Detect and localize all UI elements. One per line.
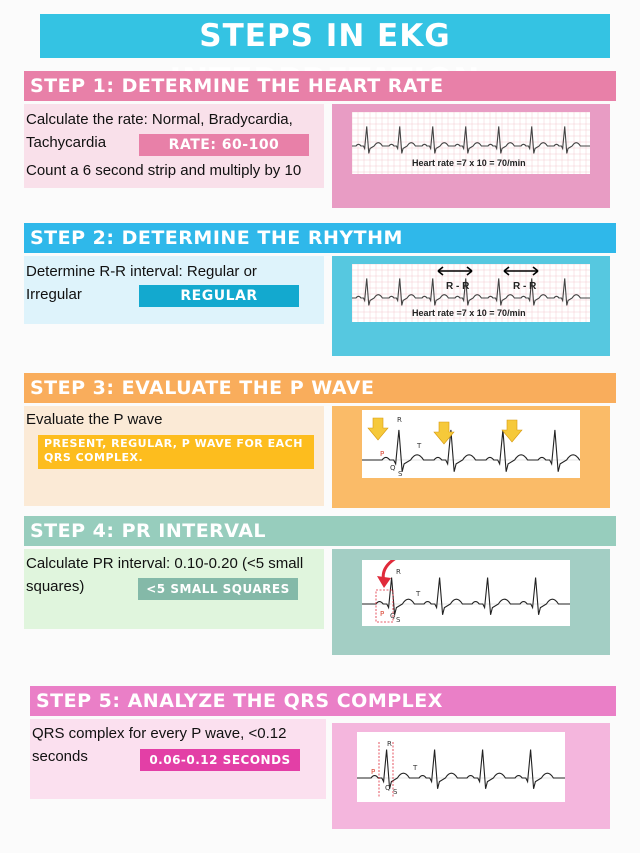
step-1-heading: STEP 1: DETERMINE THE HEART RATE	[24, 71, 616, 101]
wave-label-p: P	[371, 768, 375, 776]
step-3-line-1: Evaluate the P wave	[26, 411, 163, 428]
step-1-line-3: Count a 6 second strip and multiply by 1…	[26, 162, 302, 179]
step-5-heading: STEP 5: ANALYZE THE QRS COMPLEX	[30, 686, 616, 716]
wave-label-t: T	[416, 442, 422, 450]
ekg-trace	[357, 749, 565, 789]
wave-label-q: Q	[385, 784, 391, 792]
rr-arrow-1-heads	[437, 266, 473, 276]
step-1-caption: Heart rate =7 x 10 = 70/min	[412, 158, 526, 168]
step-1-line-1: Calculate the rate: Normal, Bradycardia,	[26, 111, 293, 128]
step-1-ekg-svg	[352, 112, 590, 174]
p-wave-arrow-1	[367, 417, 389, 441]
rr-arrow-2-heads	[503, 266, 539, 276]
step-2-heading: STEP 2: DETERMINE THE RHYTHM	[24, 223, 616, 253]
wave-label-t: T	[412, 764, 418, 772]
step-2-ekg-svg	[352, 264, 590, 322]
pr-interval-box	[375, 589, 394, 623]
p-wave-arrow-3	[501, 419, 523, 443]
step-4-heading: STEP 4: PR INTERVAL	[24, 516, 616, 546]
ekg-trace	[352, 126, 590, 154]
ekg-trace	[362, 577, 570, 615]
step-5-line-1: QRS complex for every P wave, <0.12	[32, 725, 287, 742]
pr-arrow-head	[377, 576, 391, 588]
step-2-ekg-strip	[352, 264, 590, 322]
step-4-badge: <5 SMALL SQUARES	[138, 578, 298, 600]
step-1-badge: RATE: 60-100	[139, 134, 309, 156]
step-2-line-1: Determine R-R interval: Regular or	[26, 263, 257, 280]
step-2-badge: REGULAR	[139, 285, 299, 307]
step-2-rr-label-1: R - R	[446, 281, 470, 292]
step-5-badge: 0.06-0.12 SECONDS	[140, 749, 300, 771]
wave-label-p: P	[380, 450, 384, 458]
step-4-line-1: Calculate PR interval: 0.10-0.20 (<5 sma…	[26, 555, 304, 572]
step-5-line-2: seconds	[32, 748, 88, 765]
wave-label-r: R	[387, 740, 392, 748]
step-2-line-2: Irregular	[26, 286, 82, 303]
wave-label-r: R	[396, 568, 401, 576]
wave-label-s: S	[398, 470, 403, 478]
wave-label-r: R	[397, 416, 402, 424]
step-2-caption: Heart rate =7 x 10 = 70/min	[412, 308, 526, 318]
step-3-ekg-svg: R T PQS	[362, 416, 580, 478]
step-2-rr-label-2: R - R	[513, 281, 537, 292]
step-3-heading: STEP 3: EVALUATE THE P WAVE	[24, 373, 616, 403]
p-wave-arrow-2	[433, 421, 455, 445]
wave-label-s: S	[396, 616, 401, 624]
step-3-badge: PRESENT, REGULAR, P WAVE FOR EACH QRS CO…	[38, 435, 314, 469]
ekg-trace	[352, 278, 590, 306]
wave-label-t: T	[415, 590, 421, 598]
wave-label-q: Q	[390, 464, 396, 472]
step-1-ekg-strip	[352, 112, 590, 174]
wave-label-s: S	[393, 788, 398, 796]
ekg-trace	[362, 429, 580, 472]
page-title: STEPS IN EKG INTERPRETATION	[40, 14, 610, 98]
step-1-line-2: Tachycardia	[26, 134, 107, 151]
step-4-line-2: squares)	[26, 578, 85, 595]
wave-label-p: P	[380, 610, 384, 618]
